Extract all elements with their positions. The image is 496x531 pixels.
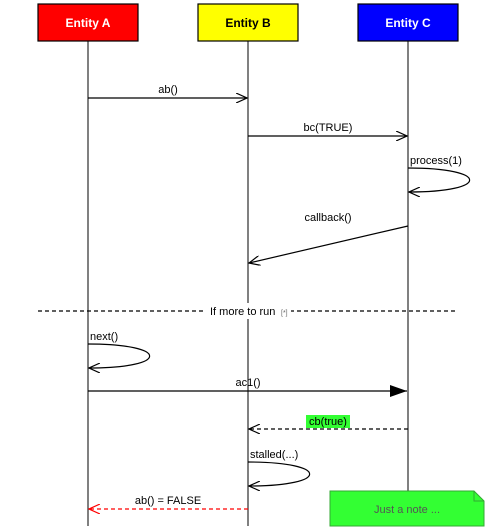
message-ab-false-label: ab() = FALSE (135, 495, 201, 507)
message-stalled: stalled(...) (248, 449, 311, 486)
entity-b-label: Entity B (225, 16, 271, 30)
message-callback-label: callback() (304, 212, 351, 224)
message-cb-label: cb(true) (309, 416, 347, 428)
entity-a-label: Entity A (66, 16, 111, 30)
message-ac1: ac1() (88, 377, 407, 397)
entity-c-label: Entity C (385, 16, 431, 30)
message-callback: callback() (249, 212, 409, 263)
entity-a[interactable]: Entity A (37, 3, 139, 42)
message-process-label: process(1) (410, 155, 462, 167)
message-next: next() (88, 331, 151, 368)
divider: If more to run [*] (38, 303, 458, 319)
message-ac1-label: ac1() (235, 377, 260, 389)
entity-b[interactable]: Entity B (197, 3, 299, 42)
message-process: process(1) (408, 155, 471, 192)
message-ab-label: ab() (158, 84, 178, 96)
note-label: Just a note ... (374, 504, 440, 516)
message-bc-label: bc(TRUE) (304, 122, 353, 134)
message-cb: cb(true) (249, 415, 408, 429)
message-ab: ab() (88, 84, 247, 98)
message-bc: bc(TRUE) (248, 122, 407, 136)
message-ab-false: ab() = FALSE (89, 495, 248, 509)
divider-marker: [*] (281, 310, 288, 317)
message-stalled-label: stalled(...) (250, 449, 298, 461)
message-next-label: next() (90, 331, 118, 343)
note: Just a note ... (329, 490, 485, 527)
entity-c[interactable]: Entity C (357, 3, 459, 42)
divider-label: If more to run (210, 306, 275, 318)
